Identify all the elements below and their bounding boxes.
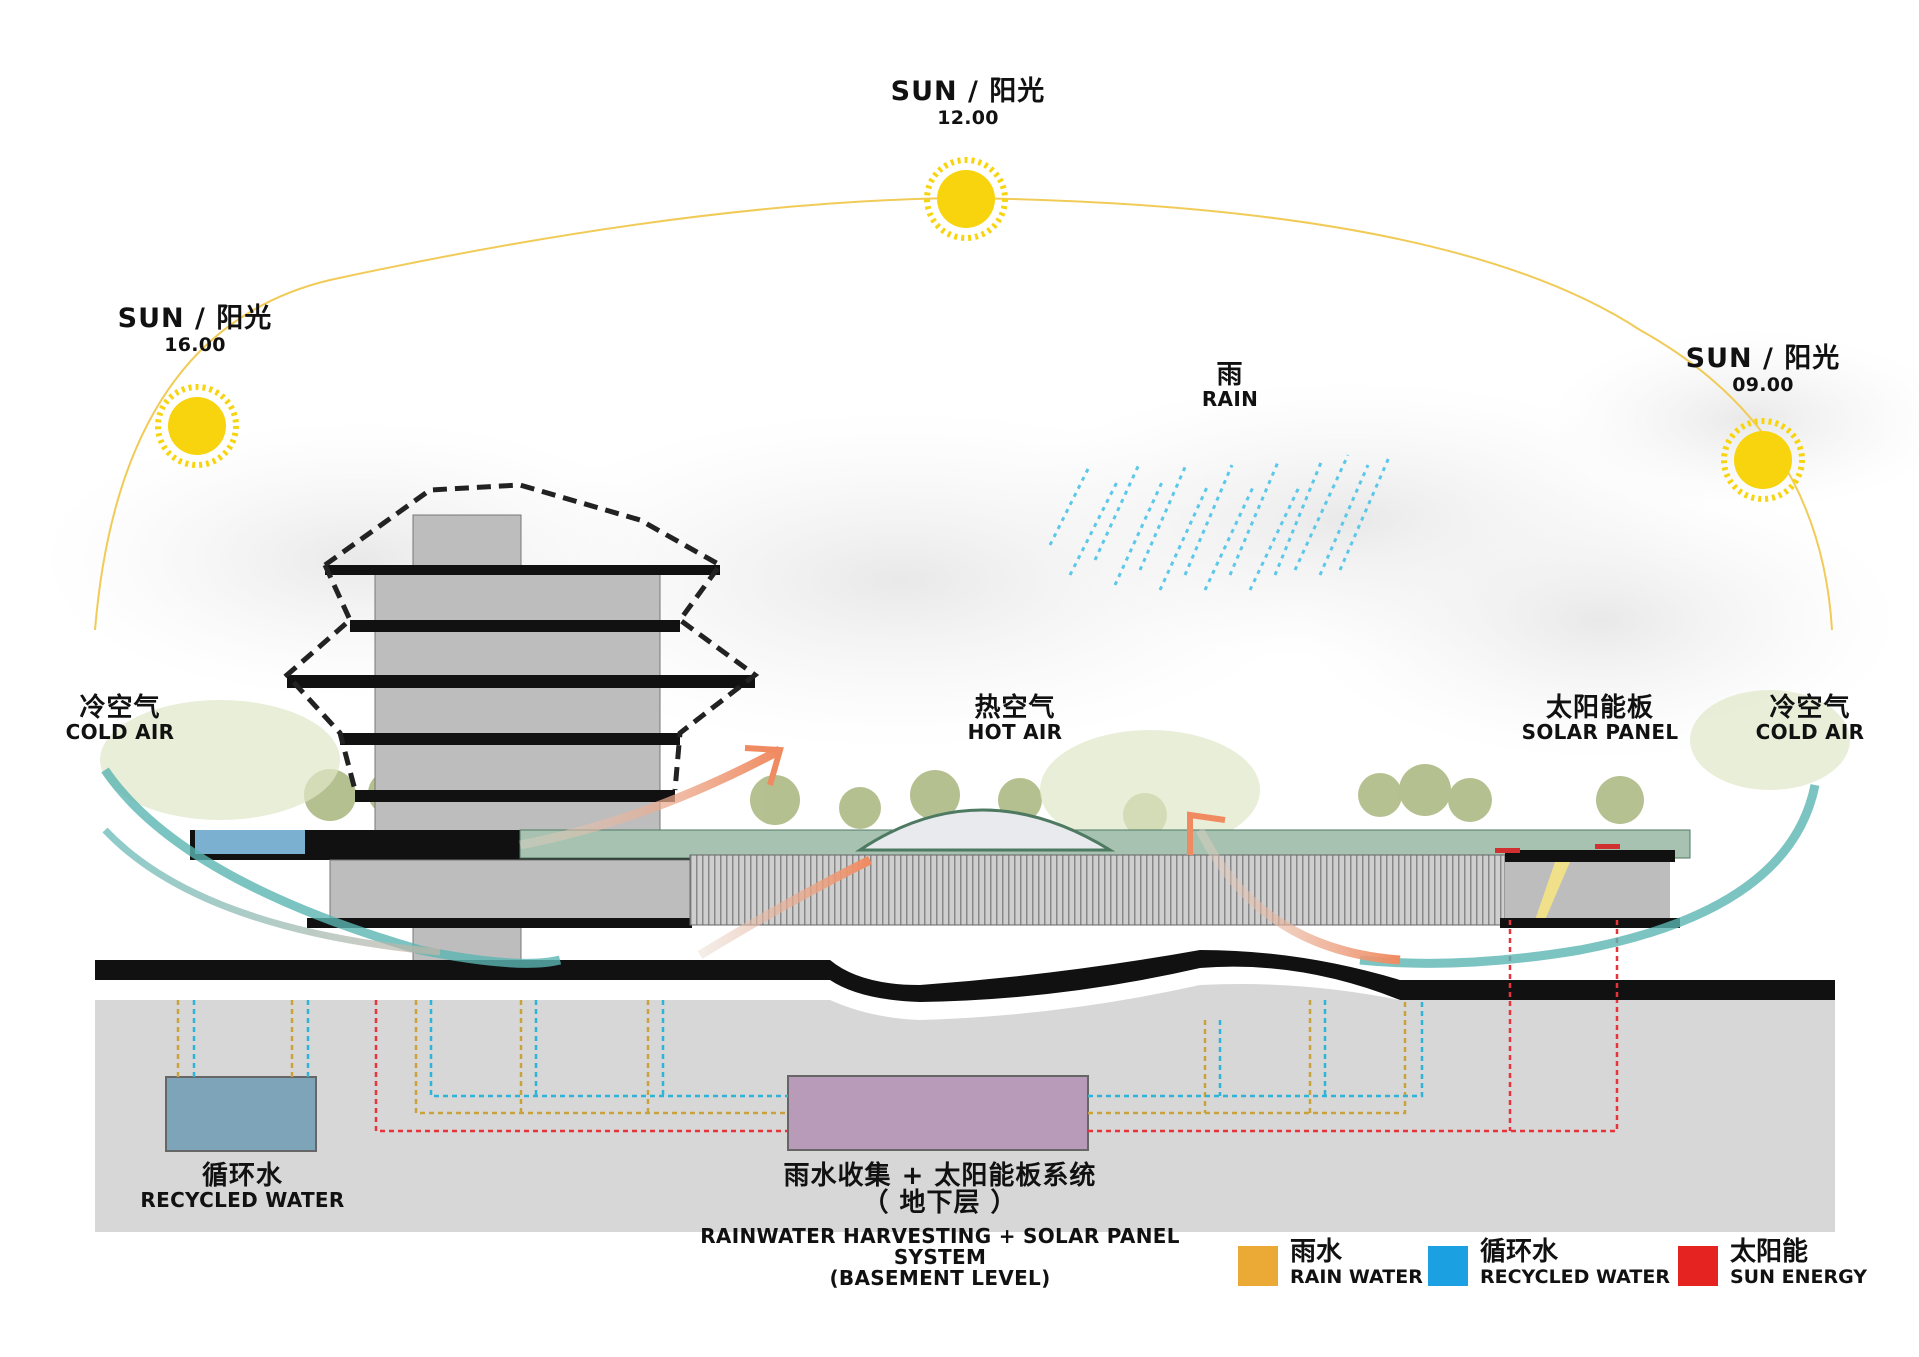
- solar-panel-label: 太阳能板 SOLAR PANEL: [1521, 693, 1679, 745]
- sun-icon-1200: [924, 157, 1008, 241]
- main-building: [190, 808, 1691, 928]
- system-box: [787, 1075, 1089, 1151]
- hot-air-flow-2: [697, 855, 873, 959]
- sun-icon-0900: [1721, 418, 1805, 502]
- cloud-background: [40, 330, 1919, 760]
- rain-water-swatch: [1238, 1246, 1278, 1286]
- hot-air-flow-1: [519, 746, 783, 850]
- sun-icon-1600: [155, 384, 239, 468]
- sun-label-1200: SUN / 阳光 12.00: [890, 76, 1046, 130]
- sun-label-0900: SUN / 阳光 09.00: [1685, 343, 1841, 397]
- system-label: 雨水收集 + 太阳能板系统 （ 地下层 ） RAINWATER HARVESTI…: [700, 1161, 1180, 1290]
- sun-energy-swatch: [1678, 1246, 1718, 1286]
- sun-label-1600: SUN / 阳光 16.00: [117, 303, 273, 357]
- recycled-water-tank: [165, 1076, 317, 1152]
- cold-air-label-right: 冷空气 COLD AIR: [1755, 693, 1865, 745]
- cold-air-flow-left: [101, 767, 562, 968]
- rain-drops-icon: [1048, 454, 1392, 591]
- hot-air-flow-3: [1195, 827, 1401, 965]
- cold-air-flow-right: [1359, 784, 1820, 968]
- pipe-network: [176, 920, 1619, 1133]
- cold-air-label-left: 冷空气 COLD AIR: [65, 693, 175, 745]
- ground-line: [95, 950, 1835, 1002]
- recycled-water-swatch: [1428, 1246, 1468, 1286]
- hot-air-label: 热空气 HOT AIR: [967, 693, 1063, 745]
- rain-label: 雨 RAIN: [1201, 360, 1259, 412]
- recycled-water-label: 循环水 RECYCLED WATER: [140, 1161, 345, 1213]
